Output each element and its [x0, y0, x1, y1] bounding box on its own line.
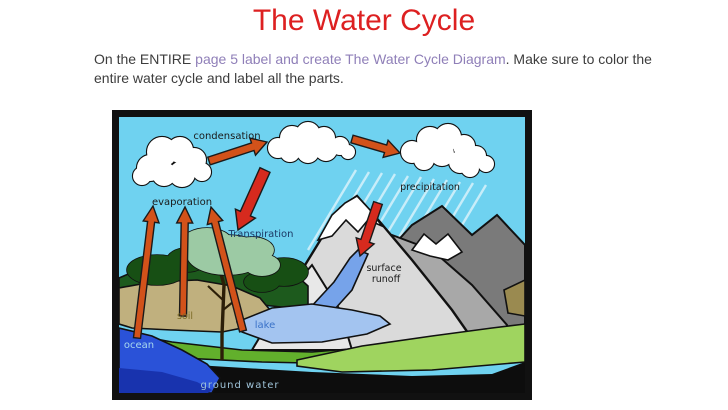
evaporation-label: evaporation: [152, 197, 212, 208]
soil-label: soil: [177, 311, 193, 322]
cloud-left-icon: [131, 135, 213, 189]
cloud-right-icon: [399, 122, 496, 179]
evaporation-arrow-icon: [132, 204, 161, 340]
instruction-prefix: On the ENTIRE: [94, 51, 196, 67]
instruction-text: On the ENTIRE page 5 label and create Th…: [94, 50, 669, 88]
hill-olive-patch: [503, 279, 525, 317]
surface-runoff-label-line2: runoff: [372, 274, 401, 285]
ocean-deep-area: [119, 368, 212, 393]
lake-label: lake: [255, 320, 276, 331]
snow-cap-main-icon: [316, 194, 385, 242]
instruction-highlight: page 5 label and create The Water Cycle …: [195, 51, 506, 67]
condensation-arrow-icon: [206, 137, 269, 166]
evaporation-arrow-icon: [175, 205, 194, 317]
evaporation-arrows-icon: [132, 204, 248, 340]
transpiration-label: Transpiration: [228, 229, 294, 240]
cloud-middle-icon: [266, 120, 357, 165]
snow-cap-right-icon: [410, 232, 464, 261]
precipitation-label: precipitation: [400, 182, 460, 193]
evaporation-arrow-icon: [206, 205, 248, 333]
page-title: The Water Cycle: [252, 4, 476, 37]
cloud-travel-arrow-icon: [350, 134, 402, 159]
grass-bright-green: [296, 323, 525, 373]
ground-water-label: ground water: [200, 380, 279, 391]
ground-area: [119, 358, 525, 393]
instruction-suffix: . Make sure to color the entire water cy…: [94, 51, 652, 86]
transpiration-return-arrow-icon: [234, 166, 271, 232]
water-cycle-diagram: condensation evaporation Transpiration p…: [112, 110, 532, 400]
surface-runoff-label-line1: surface: [366, 263, 401, 274]
condensation-label: condensation: [193, 131, 260, 142]
surface-runoff-arrow-icon: [355, 200, 384, 258]
water-cycle-illustration: condensation evaporation Transpiration p…: [112, 110, 532, 400]
lake-area: [235, 303, 392, 344]
ocean-label: ocean: [124, 340, 154, 351]
